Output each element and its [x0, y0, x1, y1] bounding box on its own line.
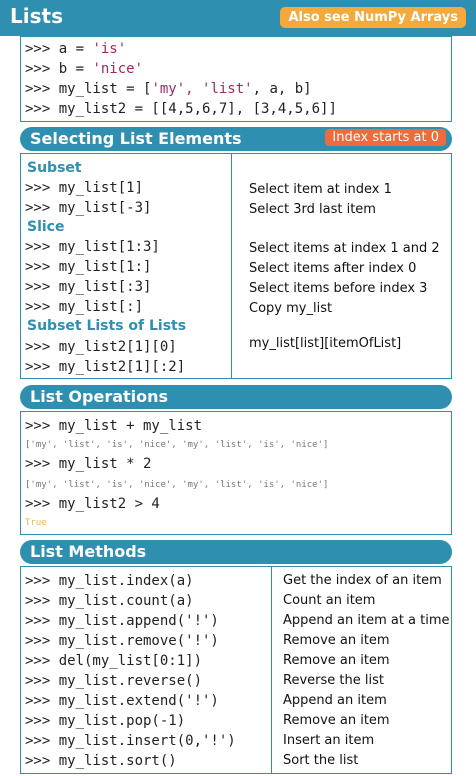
intro-code-box: >>> a = 'is' >>> b = 'nice' >>> my_list … [20, 36, 452, 122]
slice-desc-1: Select items at index 1 and 2 [249, 241, 440, 256]
slice-code-2: >>> my_list[1:] [25, 259, 152, 275]
method-code-9: >>> my_list.insert(0,'!') [25, 733, 236, 749]
methods-box: >>> my_list.index(a) Get the index of an… [20, 566, 452, 774]
index-badge: Index starts at 0 [325, 129, 446, 146]
slice-desc-3: Select items before index 3 [249, 281, 428, 296]
methods-divider [271, 567, 272, 773]
method-desc-3: Append an item at a time [283, 613, 450, 628]
method-desc-4: Remove an item [283, 633, 390, 648]
sublist-code-2: >>> my_list2[1][:2] [25, 359, 186, 375]
subset-label: Subset [27, 160, 82, 176]
operations-box: >>> my_list + my_list ['my', 'list', 'is… [20, 411, 452, 535]
operation-output-1: ['my', 'list', 'is', 'nice', 'my', 'list… [25, 440, 329, 450]
subset-desc-2: Select 3rd last item [249, 202, 376, 217]
method-code-10: >>> my_list.sort() [25, 753, 177, 769]
subset-desc-1: Select item at index 1 [249, 182, 392, 197]
operation-output-2: ['my', 'list', 'is', 'nice', 'my', 'list… [25, 480, 329, 490]
operation-line-1: >>> my_list + my_list [25, 418, 203, 434]
methods-title: List Methods [30, 542, 147, 561]
subset-code-1: >>> my_list[1] [25, 180, 144, 196]
method-code-6: >>> my_list.reverse() [25, 673, 203, 689]
slice-label: Slice [27, 219, 65, 235]
page-title: Lists [10, 4, 63, 28]
method-code-4: >>> my_list.remove('!') [25, 633, 219, 649]
operations-title: List Operations [30, 387, 169, 406]
method-desc-10: Sort the list [283, 753, 359, 768]
sublist-code-1: >>> my_list2[1][0] [25, 339, 177, 355]
slice-code-1: >>> my_list[1:3] [25, 239, 160, 255]
slice-desc-2: Select items after index 0 [249, 261, 417, 276]
method-desc-9: Insert an item [283, 733, 375, 748]
operation-line-3: >>> my_list2 > 4 [25, 496, 160, 512]
intro-line-3: >>> my_list = ['my', 'list', a, b] [25, 81, 312, 97]
slice-code-4: >>> my_list[:] [25, 299, 144, 315]
sublists-label: Subset Lists of Lists [27, 318, 187, 334]
operation-output-3: True [25, 518, 47, 528]
operation-line-2: >>> my_list * 2 [25, 456, 152, 472]
method-code-5: >>> del(my_list[0:1]) [25, 653, 203, 669]
method-desc-2: Count an item [283, 593, 376, 608]
method-desc-5: Remove an item [283, 653, 390, 668]
method-code-1: >>> my_list.index(a) [25, 573, 194, 589]
method-code-7: >>> my_list.extend('!') [25, 693, 219, 709]
method-code-8: >>> my_list.pop(-1) [25, 713, 186, 729]
selecting-section-header: Selecting List Elements Index starts at … [20, 127, 452, 151]
subset-code-2: >>> my_list[-3] [25, 200, 152, 216]
method-desc-1: Get the index of an item [283, 573, 442, 588]
method-desc-7: Append an item [283, 693, 387, 708]
intro-line-4: >>> my_list2 = [[4,5,6,7], [3,4,5,6]] [25, 101, 337, 117]
numpy-badge[interactable]: Also see NumPy Arrays [280, 7, 466, 28]
slice-desc-4: Copy my_list [249, 301, 333, 316]
slice-code-3: >>> my_list[:3] [25, 279, 152, 295]
method-code-2: >>> my_list.count(a) [25, 593, 194, 609]
header-bar: Lists Also see NumPy Arrays [0, 0, 476, 36]
selecting-divider [231, 154, 232, 378]
intro-line-1: >>> a = 'is' [25, 41, 127, 57]
method-code-3: >>> my_list.append('!') [25, 613, 219, 629]
methods-section-header: List Methods [20, 540, 452, 564]
selecting-title: Selecting List Elements [30, 129, 242, 148]
intro-line-2: >>> b = 'nice' [25, 61, 144, 77]
method-desc-6: Reverse the list [283, 673, 384, 688]
method-desc-8: Remove an item [283, 713, 390, 728]
selecting-box: Subset >>> my_list[1] Select item at ind… [20, 153, 452, 379]
sublist-desc-1: my_list[list][itemOfList] [249, 336, 402, 351]
operations-section-header: List Operations [20, 385, 452, 409]
